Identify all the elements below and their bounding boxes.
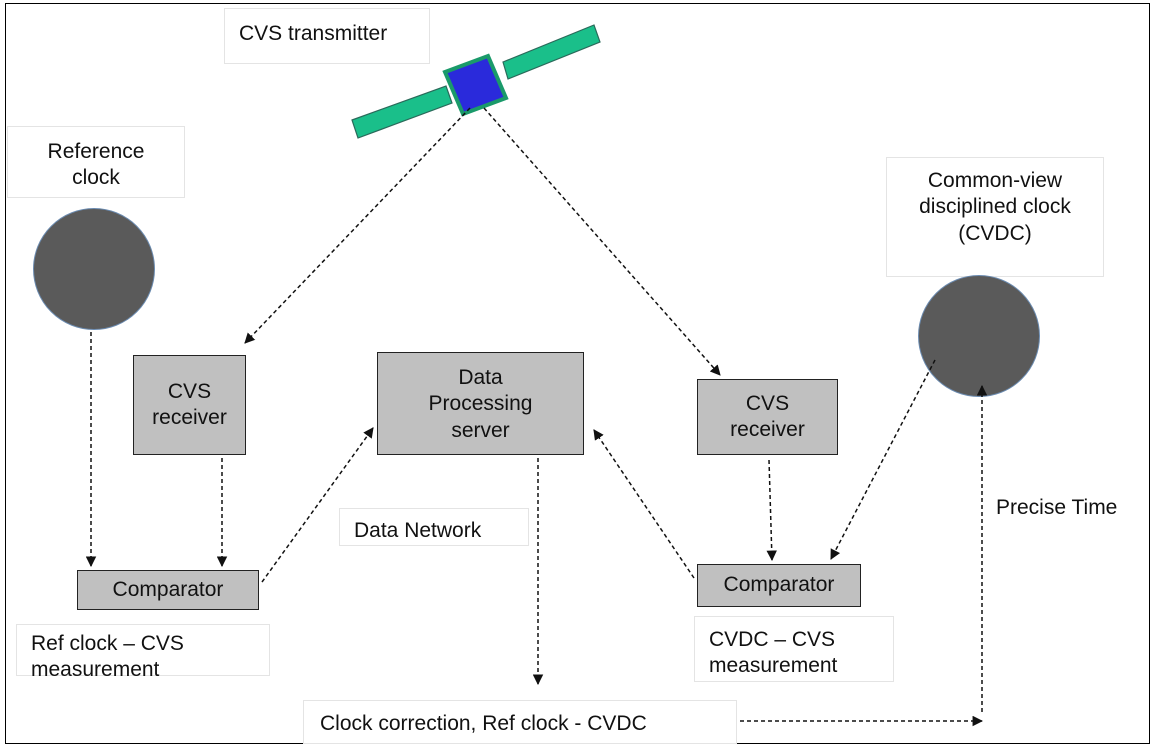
- arrow-sat-to-left-receiver: [244, 107, 471, 344]
- right-receiver-line1: CVS: [745, 391, 790, 415]
- cvdc-measurement-label: CVDC – CVS measurement: [694, 616, 894, 682]
- left-cvs-receiver: CVS receiver: [133, 355, 246, 455]
- left-receiver-line2: receiver: [152, 406, 227, 429]
- arrow-right-comparator-to-server: [593, 429, 695, 579]
- arrow-sat-to-right-receiver: [483, 107, 721, 376]
- satellite-right-panel: [502, 24, 601, 80]
- satellite-body: [442, 53, 509, 117]
- data-network-label: Data Network: [339, 508, 529, 546]
- ref-measurement-line2: measurement: [31, 658, 160, 682]
- ref-measurement-label: Ref clock – CVS measurement: [16, 624, 270, 681]
- data-processing-server: Data Processing server: [377, 352, 584, 455]
- right-receiver-line2: receiver: [730, 418, 805, 441]
- reference-clock-label: Reference clock: [7, 126, 185, 198]
- cvdc-label: Common-view disciplined clock (CVDC): [886, 157, 1104, 277]
- satellite-left-panel: [351, 85, 453, 139]
- cvdc-measurement-line1: CVDC – CVS: [709, 628, 836, 651]
- right-comparator-text: Comparator: [723, 573, 835, 597]
- arrow-left-comparator-to-server: [261, 427, 374, 583]
- server-line1: Data: [458, 366, 503, 389]
- cvdc-line3: (CVDC): [958, 221, 1032, 245]
- cvdc-clock: [918, 275, 1040, 397]
- cvdc-line2: disciplined clock: [919, 195, 1071, 219]
- clock-correction-text: Clock correction, Ref clock - CVDC: [320, 712, 647, 735]
- right-comparator: Comparator: [697, 564, 861, 607]
- satellite-icon: [351, 24, 601, 139]
- reference-clock-line1: Reference: [47, 140, 145, 163]
- arrow-right-receiver-to-comparator: [766, 459, 777, 562]
- clock-correction-label: Clock correction, Ref clock - CVDC: [303, 700, 737, 744]
- cvdc-measurement-line2: measurement: [709, 654, 838, 678]
- reference-clock: [33, 208, 155, 330]
- precise-time-label: Precise Time: [996, 496, 1118, 519]
- arrow-cvdc-to-right-comparator: [830, 359, 936, 560]
- cvs-transmitter-label: CVS transmitter: [224, 8, 430, 64]
- left-comparator-text: Comparator: [112, 577, 224, 601]
- server-line2: Processing: [428, 392, 533, 416]
- left-comparator: Comparator: [77, 570, 259, 610]
- cvdc-line1: Common-view: [927, 169, 1063, 192]
- ref-measurement-line1: Ref clock – CVS: [31, 632, 184, 655]
- right-cvs-receiver: CVS receiver: [697, 379, 838, 455]
- left-receiver-line1: CVS: [167, 379, 212, 403]
- data-network-text: Data Network: [354, 519, 482, 542]
- server-line3: server: [451, 418, 510, 442]
- reference-clock-line2: clock: [72, 166, 120, 190]
- cvs-transmitter-text: CVS transmitter: [239, 22, 388, 45]
